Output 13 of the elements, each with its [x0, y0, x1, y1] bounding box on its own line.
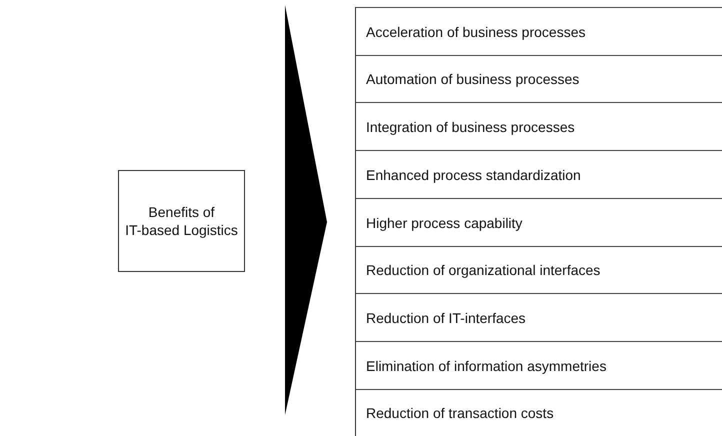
item-text: Integration of business processes [366, 118, 575, 136]
item-text: Reduction of organizational interfaces [366, 261, 600, 279]
process-box [118, 170, 245, 272]
item-text: Reduction of IT-interfaces [366, 308, 526, 326]
item-text: Benefits of IT-based Logistics [124, 203, 239, 239]
item-text: Acceleration of business processes [366, 22, 586, 40]
item-text: Reduction of transaction costs [366, 404, 554, 422]
item-text: Elimination of information asymmetries [366, 356, 606, 374]
item-text: Enhanced process standardization [366, 166, 581, 184]
item-text: Automation of business processes [366, 70, 580, 88]
chevron-arrow [285, 5, 327, 415]
item-text: Higher process capability [366, 214, 522, 232]
list-panel [355, 7, 722, 436]
